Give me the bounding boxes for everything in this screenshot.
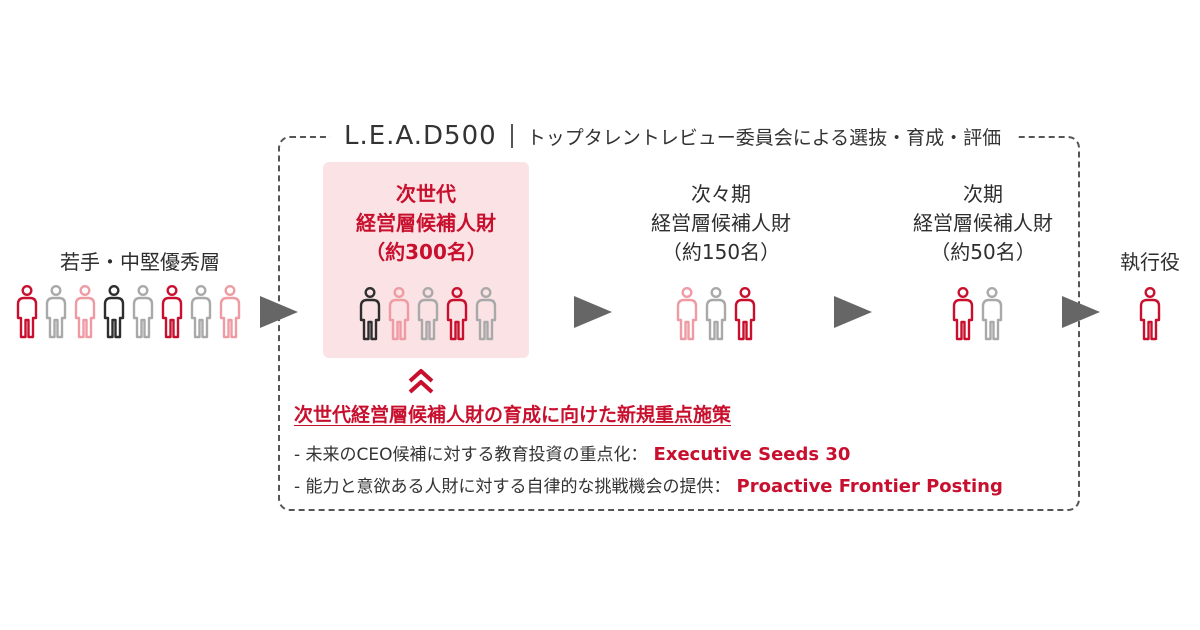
stage-next-label: 次期 経営層候補人財 （約50名） <box>880 180 1086 267</box>
program-name: L.E.A.D500 <box>344 121 497 151</box>
stage-nextgen-figures <box>357 286 499 342</box>
stage-nextnext-figures <box>674 286 758 342</box>
arrow-icon <box>260 296 298 328</box>
person-icon <box>161 284 183 339</box>
stage-next-line3: （約50名） <box>930 240 1036 264</box>
program-subtitle: トップタレントレビュー委員会による選抜・育成・評価 <box>526 126 1002 149</box>
person-icon <box>190 284 212 339</box>
stage-exec-figures <box>1137 286 1163 342</box>
stage-nextnext-line2: 経営層候補人財 <box>651 211 791 235</box>
stage-young-label: 若手・中堅優秀層 <box>60 250 220 274</box>
person-icon <box>705 286 727 341</box>
stage-nextgen-line3: （約300名） <box>365 240 487 264</box>
initiative-program: Proactive Frontier Posting <box>736 476 1003 497</box>
title-separator <box>510 124 513 148</box>
person-icon <box>45 284 67 339</box>
initiative-text: - 未来のCEO候補に対する教育投資の重点化： <box>294 445 648 465</box>
initiative-text: - 能力と意欲ある人財に対する自律的な挑戦機会の提供： <box>294 477 731 497</box>
stage-exec-label: 執行役 <box>1120 250 1180 274</box>
person-icon <box>132 284 154 339</box>
initiative-program: Executive Seeds 30 <box>653 444 851 465</box>
initiative-item: - 未来のCEO候補に対する教育投資の重点化：Executive Seeds 3… <box>294 440 850 465</box>
stage-nextnext-line1: 次々期 <box>691 182 751 206</box>
lead500-title: L.E.A.D500 トップタレントレビュー委員会による選抜・育成・評価 <box>330 116 1016 156</box>
person-icon <box>219 284 241 339</box>
person-icon <box>676 286 698 341</box>
person-icon <box>417 286 439 341</box>
person-icon <box>1139 286 1161 341</box>
person-icon <box>74 284 96 339</box>
stage-next-line1: 次期 <box>963 182 1003 206</box>
person-icon <box>388 286 410 341</box>
person-icon <box>734 286 756 341</box>
arrow-icon <box>574 296 612 328</box>
stage-nextgen-line1: 次世代 <box>396 182 456 206</box>
person-icon <box>446 286 468 341</box>
person-icon <box>981 286 1003 341</box>
stage-nextgen-line2: 経営層候補人財 <box>356 211 496 235</box>
arrow-icon <box>1062 296 1100 328</box>
stage-nextnext-label: 次々期 経営層候補人財 （約150名） <box>618 180 824 267</box>
arrow-icon <box>834 296 872 328</box>
stage-next-figures <box>950 286 1005 342</box>
stage-nextnext-line3: （約150名） <box>661 240 781 264</box>
person-icon <box>16 284 38 339</box>
person-icon <box>952 286 974 341</box>
person-icon <box>359 286 381 341</box>
stage-young-figures <box>14 284 243 340</box>
person-icon <box>475 286 497 341</box>
stage-next-line2: 経営層候補人財 <box>913 211 1053 235</box>
chevron-up-icon <box>408 369 434 394</box>
initiative-item: - 能力と意欲ある人財に対する自律的な挑戦機会の提供：Proactive Fro… <box>294 472 1003 497</box>
person-icon <box>103 284 125 339</box>
stage-nextgen-label: 次世代 経営層候補人財 （約300名） <box>323 180 529 267</box>
initiatives-title: 次世代経営層候補人財の育成に向けた新規重点施策 <box>294 404 732 426</box>
